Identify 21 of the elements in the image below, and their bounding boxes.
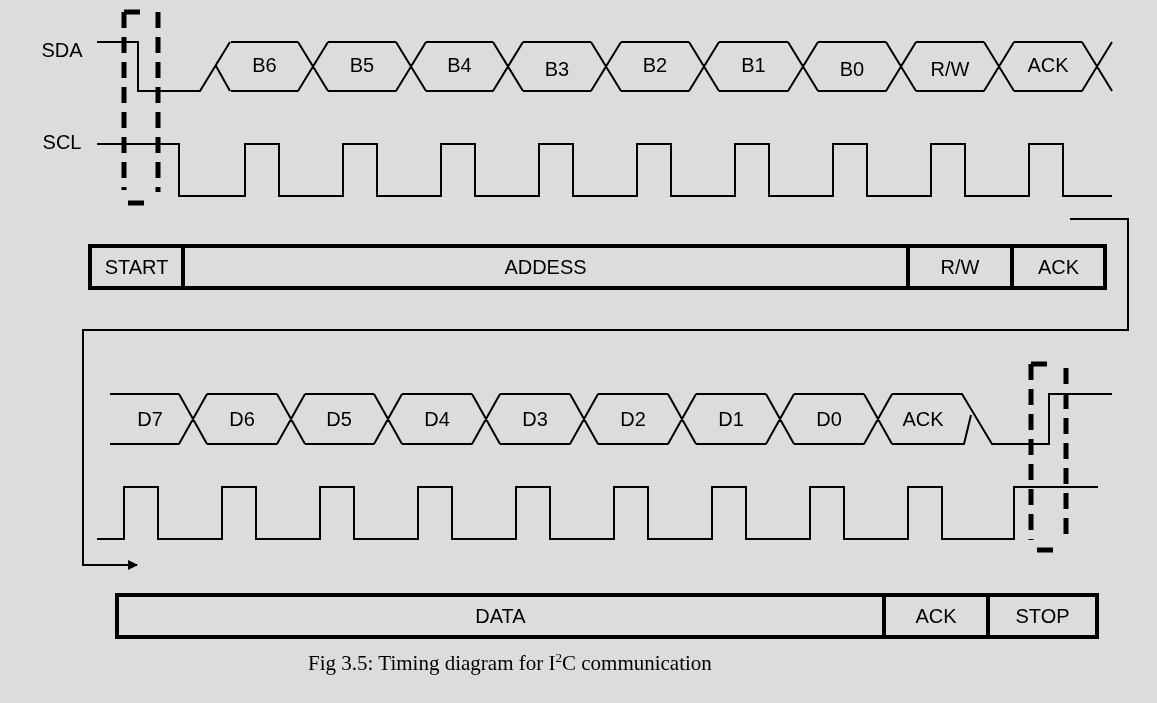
signal-name: SDA (41, 40, 83, 60)
bit-label: B0 (839, 59, 865, 79)
figure-caption: Fig 3.5: Timing diagram for I$^{2}$C communication (308, 651, 712, 675)
bit-label: B5 (349, 55, 375, 75)
bit-label: ACK (1027, 55, 1069, 75)
bit-label: D2 (620, 409, 646, 429)
bit-label: ACK (902, 409, 944, 429)
bit-label: D1 (718, 409, 744, 429)
bit-label: D7 (137, 409, 163, 429)
bit-label: R/W (930, 59, 970, 79)
bit-label: D5 (326, 409, 352, 429)
bit-label: B6 (252, 55, 277, 75)
signal-name: SCL (42, 132, 82, 152)
bit-label: B3 (544, 59, 570, 79)
bit-label: B1 (741, 55, 766, 75)
bit-label: D3 (522, 409, 548, 429)
bit-label: D4 (424, 409, 450, 429)
bit-label: D6 (229, 409, 255, 429)
bit-label: B2 (642, 55, 668, 75)
bit-label: D0 (816, 409, 842, 429)
bit-label: B4 (447, 55, 472, 75)
